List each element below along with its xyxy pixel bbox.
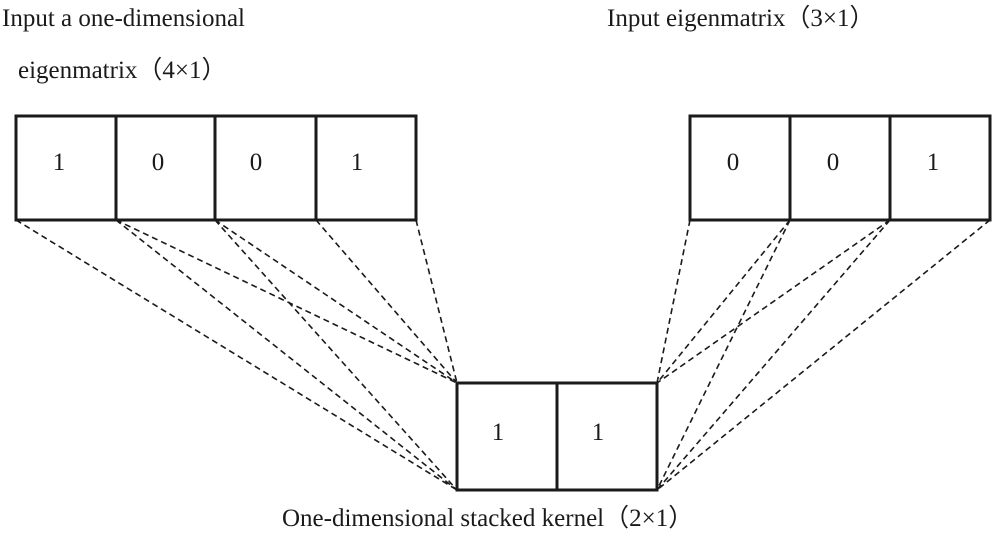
connector-line — [656, 219, 991, 491]
stacked-kernel: 1 1 — [455, 381, 659, 492]
matrix-cell — [688, 114, 792, 222]
connector-line — [415, 219, 458, 384]
connector-line — [115, 219, 458, 491]
connector-line — [315, 219, 458, 384]
left-input-label-line2: eigenmatrix（4×1） — [18, 57, 227, 84]
kernel-cell-value: 1 — [492, 419, 505, 446]
right-input-matrix: 0 0 1 — [688, 114, 992, 222]
matrix-cell — [314, 114, 418, 222]
kernel-cell-value: 1 — [592, 419, 605, 446]
connector-line — [214, 219, 458, 384]
kernel-cell — [555, 381, 659, 492]
matrix-cell-value: 0 — [250, 149, 263, 176]
matrix-cell-value: 1 — [53, 149, 66, 176]
matrix-cell — [788, 114, 892, 222]
matrix-cell — [14, 114, 118, 222]
connector-line — [656, 219, 891, 491]
connector-line — [656, 219, 791, 384]
connector-line — [214, 219, 458, 491]
left-input-label-line1: Input a one-dimensional — [2, 5, 245, 32]
matrix-cell — [888, 114, 992, 222]
matrix-cell — [114, 114, 217, 222]
matrix-cell-value: 0 — [152, 149, 165, 176]
connector-line — [15, 219, 458, 491]
kernel-cell — [455, 381, 559, 492]
connector-line — [656, 219, 891, 384]
connector-line — [656, 219, 791, 491]
kernel-label: One-dimensional stacked kernel（2×1） — [282, 505, 694, 532]
matrix-cell-value: 0 — [827, 149, 840, 176]
right-input-label: Input eigenmatrix（3×1） — [607, 5, 875, 32]
connector-line — [656, 219, 691, 384]
left-input-matrix: 1 0 0 1 — [14, 114, 418, 222]
matrix-cell-value: 1 — [927, 149, 940, 176]
matrix-cell — [213, 114, 318, 222]
connector-lines — [15, 219, 991, 491]
matrix-cell-value: 1 — [351, 149, 364, 176]
connector-line — [115, 219, 458, 384]
matrix-cell-value: 0 — [727, 149, 740, 176]
